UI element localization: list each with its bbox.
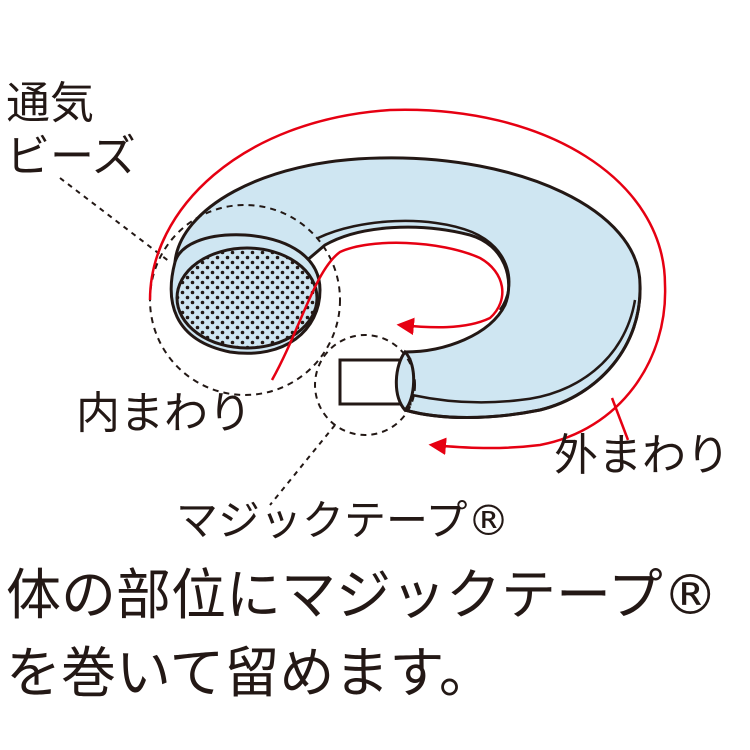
inner-circumference-label: 内まわり <box>76 388 252 439</box>
breathable-beads-label: 通気 ビーズ <box>6 78 136 184</box>
outer-pointer-line <box>610 397 630 441</box>
breathable-beads-label-line1: 通気 <box>6 78 94 129</box>
pillow-end-cap <box>394 349 416 413</box>
outer-circumference-label: 外まわり <box>554 430 730 481</box>
breathable-beads-label-line2: ビーズ <box>6 130 136 182</box>
caption-line-2: を巻いて留めます。 <box>6 641 494 705</box>
outer-circumference-arrow <box>148 108 667 455</box>
caption-line-1: 体の部位にマジックテープ® <box>6 563 718 627</box>
hook-and-loop-tape-label: マジックテープ® <box>176 496 510 545</box>
inner-circumference-arrow <box>270 241 504 381</box>
tape-leader-line <box>269 424 336 506</box>
bead-filling <box>175 246 319 350</box>
pillow-inner-fold <box>317 219 511 311</box>
tape-callout-circle <box>314 334 416 436</box>
beads-leader-line <box>59 177 171 263</box>
pillow-underside <box>404 284 642 419</box>
pillow-side-edge <box>411 299 637 404</box>
